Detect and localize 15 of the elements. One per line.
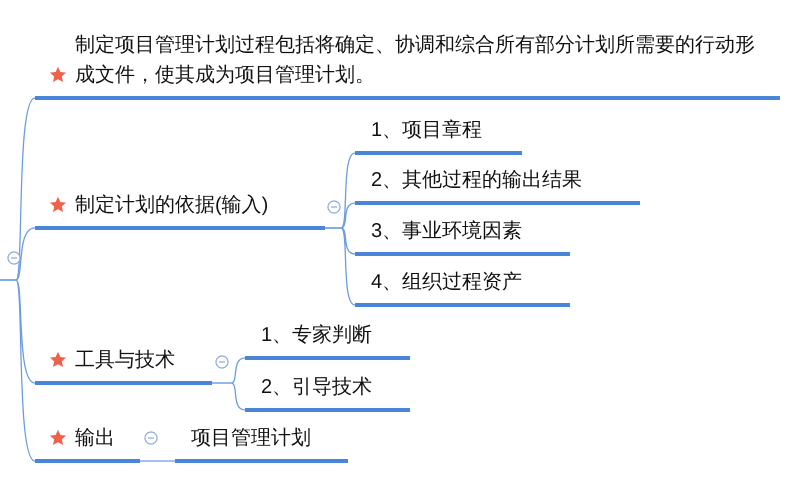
topic-text: 输出 (75, 426, 115, 451)
topic-text: 制定计划的依据(输入) (75, 193, 268, 218)
topic-text: 2、其他过程的输出结果 (371, 168, 582, 193)
topic-text: 2、引导技术 (261, 375, 372, 400)
branch-line (140, 460, 175, 462)
topic-text: 1、专家判断 (261, 323, 372, 348)
topic-text: 项目管理计划 (191, 426, 311, 451)
branch-line (0, 279, 36, 462)
topic-text: 3、事业环境因素 (371, 219, 522, 244)
topic-text: 4、组织过程资产 (371, 270, 522, 295)
topic-text: 1、项目章程 (371, 118, 482, 143)
topic-text: 制定项目管理计划过程包括将确定、协调和综合所有部分计划所需要的行动形成文件，使其成为项目管理计划。 (75, 33, 756, 88)
branch-line (212, 382, 246, 411)
branch-line (325, 227, 356, 306)
topic-text: 工具与技术 (75, 348, 175, 373)
